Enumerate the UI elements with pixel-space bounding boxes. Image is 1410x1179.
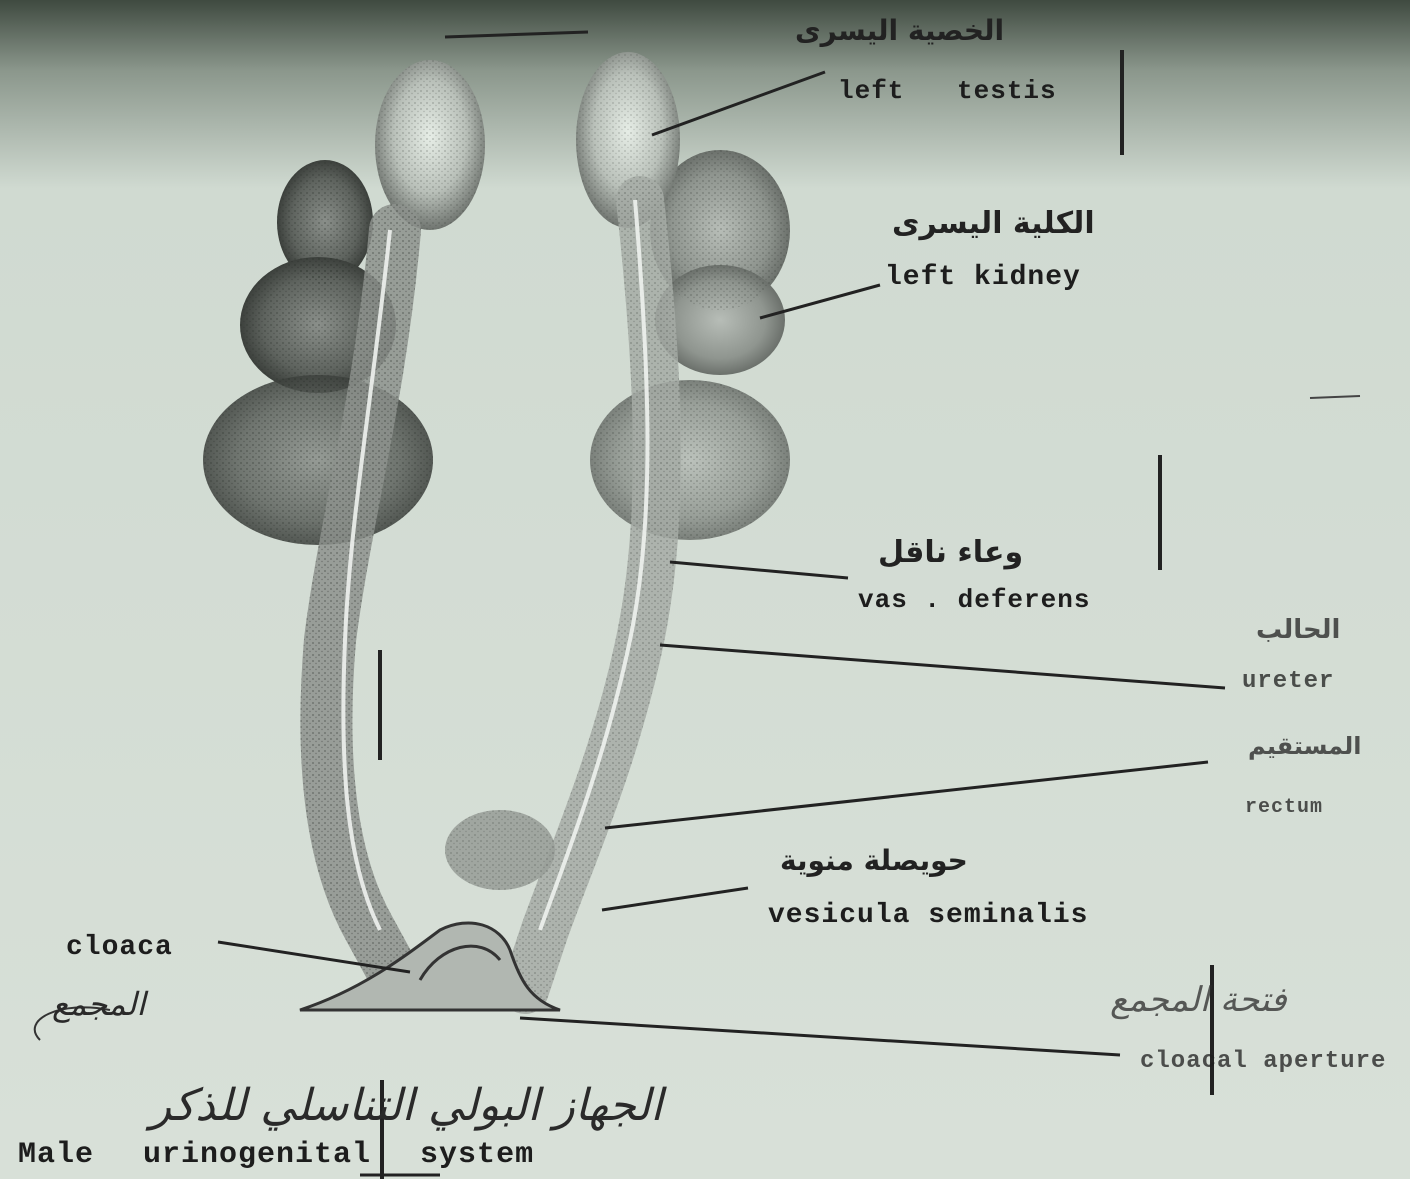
- label-left-testis-en: left testis: [838, 76, 1057, 106]
- label-left-testis-ar: الخصية اليسرى: [795, 14, 1004, 47]
- diagram-title-en: Male urinogenital system: [18, 1138, 534, 1172]
- label-vesicula-ar: حويصلة منوية: [780, 844, 968, 877]
- label-left-kidney-ar: الكلية اليسرى: [892, 206, 1095, 241]
- label-cloacal-aperture-ar: فتحة المجمع: [1110, 980, 1287, 1020]
- label-ureter-ar: الحالب: [1256, 615, 1340, 645]
- label-ureter-en: ureter: [1242, 668, 1334, 695]
- label-vas-deferens-ar: وعاء ناقل: [878, 535, 1023, 570]
- diagram-title-ar: الجهاز البولي التناسلي للذكر: [150, 1080, 663, 1131]
- label-cloaca-en: cloaca: [66, 932, 173, 963]
- label-rectum-en: rectum: [1245, 796, 1323, 819]
- label-left-kidney-en: left kidney: [885, 262, 1081, 293]
- label-vas-deferens-en: vas . deferens: [858, 585, 1090, 615]
- label-cloaca-ar: المجمع: [52, 985, 145, 1023]
- label-rectum-ar: المستقيم: [1248, 732, 1361, 760]
- label-cloacal-aperture-en: cloacal aperture: [1140, 1048, 1386, 1075]
- label-vesicula-en: vesicula seminalis: [768, 900, 1088, 931]
